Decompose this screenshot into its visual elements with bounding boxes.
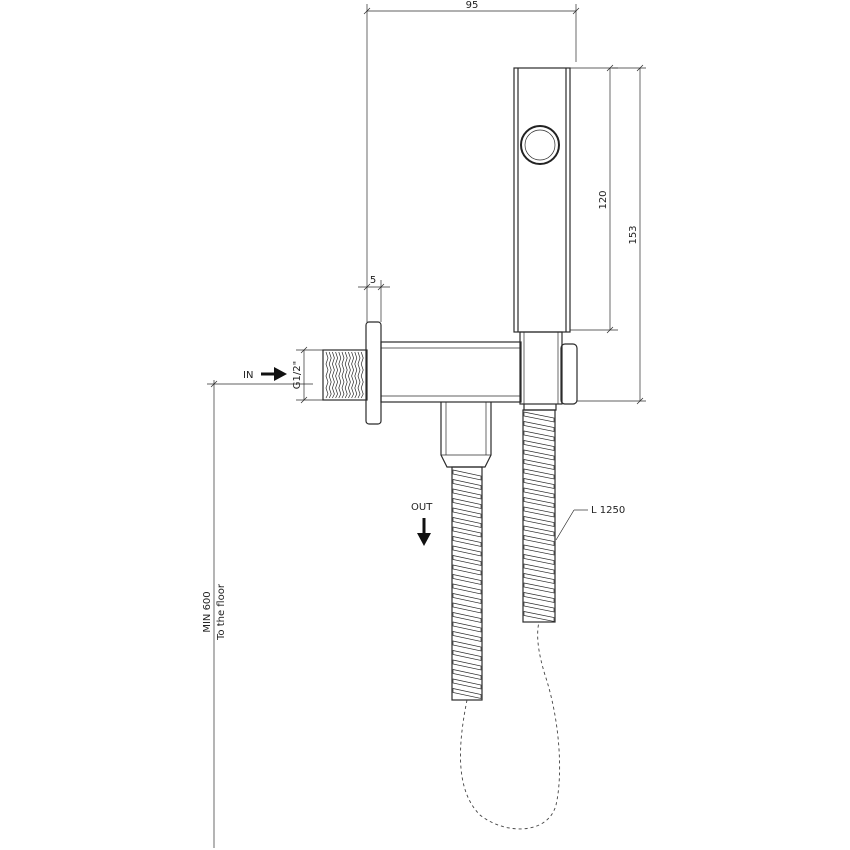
- hose-coil: [452, 593, 482, 604]
- hose-coil: [452, 536, 482, 547]
- hand-shower: [513, 67, 571, 333]
- inlet-marker: IN G1/2": [243, 346, 323, 404]
- holder-body: [380, 331, 578, 405]
- hose-coil: [452, 678, 482, 690]
- dimension-5-label: 5: [370, 275, 376, 286]
- hose-length-callout: L 1250: [555, 505, 625, 541]
- hose-coil: [523, 487, 555, 499]
- thread-ridge: [335, 351, 338, 399]
- dimension-95-label: 95: [466, 0, 479, 11]
- outlet-marker: OUT: [411, 502, 433, 546]
- hose-coil: [452, 612, 482, 623]
- hose-coil: [523, 516, 555, 527]
- thread-ridge: [332, 351, 335, 399]
- hose-coil: [452, 669, 482, 680]
- thread-ridge: [351, 351, 354, 399]
- outlet-hose: [451, 466, 483, 701]
- hose-coil: [523, 468, 555, 480]
- thread-ridge: [354, 351, 358, 399]
- wall-flange: [365, 321, 382, 425]
- hose-coil: [452, 631, 482, 642]
- dimension-153-label: 153: [628, 225, 639, 244]
- thread-ridge: [344, 351, 348, 399]
- thread-pattern: [325, 351, 364, 399]
- hose-coil: [523, 563, 555, 575]
- hose-coil: [523, 535, 555, 546]
- hose-coil: [523, 544, 555, 556]
- to-floor-label: To the floor: [216, 583, 227, 641]
- hose-coil: [452, 469, 482, 481]
- thread-ridge: [357, 351, 361, 399]
- hose-coil: [452, 517, 482, 528]
- thread-ridge: [338, 351, 342, 399]
- in-arrow-icon: [274, 367, 287, 381]
- hose-coil: [452, 650, 482, 661]
- hose-coil: [523, 506, 555, 518]
- hose-coil: [523, 554, 555, 565]
- thread-ridge: [348, 351, 351, 399]
- dimension-153: 153: [577, 64, 646, 405]
- shower-hose-coils: [523, 411, 555, 622]
- hose-coil: [523, 459, 555, 470]
- hose-coil: [452, 659, 482, 671]
- hose-coil: [452, 479, 482, 490]
- thread-ridge: [360, 351, 364, 399]
- hose-coil: [523, 497, 555, 508]
- thread-ridge: [328, 351, 332, 399]
- out-arrow-icon: [417, 533, 431, 546]
- hose-length-label: L 1250: [591, 505, 625, 516]
- hose-coil: [523, 573, 555, 584]
- hose-coil: [523, 525, 555, 537]
- hose-coil: [452, 555, 482, 566]
- hose-coil: [523, 478, 555, 489]
- dimension-95: 95: [363, 0, 580, 322]
- hose-coil: [523, 430, 555, 442]
- hose-coil: [523, 592, 555, 603]
- thread-ridge: [325, 351, 329, 399]
- dimension-5: 5: [358, 275, 390, 322]
- in-label: IN: [243, 370, 253, 381]
- hose-coil: [523, 582, 555, 594]
- dimension-120: 120: [570, 64, 618, 334]
- hose-coil: [452, 488, 482, 500]
- thread-size-label: G1/2": [292, 361, 303, 389]
- hose-coil: [452, 621, 482, 633]
- hose-coil: [452, 545, 482, 557]
- hose-coil: [523, 440, 555, 451]
- outlet-connector: [440, 402, 492, 468]
- hose-coil: [523, 611, 555, 622]
- floor-height-dimension: MIN 600 To the floor: [202, 380, 313, 848]
- dimension-120-label: 120: [598, 190, 609, 209]
- hose-coil: [452, 564, 482, 576]
- hose-coil: [523, 601, 555, 613]
- hose-coil: [452, 526, 482, 538]
- hose-coil: [452, 498, 482, 509]
- threaded-inlet: [322, 349, 368, 401]
- shower-button-icon: [520, 125, 560, 165]
- hose-coil: [452, 602, 482, 614]
- min-height-label: MIN 600: [202, 591, 213, 632]
- hose-coil: [452, 688, 482, 699]
- out-label: OUT: [411, 502, 433, 513]
- hose-coil: [523, 411, 555, 423]
- hose-coil: [523, 449, 555, 461]
- hose-loop-dashed: [460, 621, 561, 830]
- shower-hose: [522, 404, 557, 623]
- hose-coil: [523, 421, 555, 432]
- hose-coil: [452, 507, 482, 519]
- thread-ridge: [341, 351, 345, 399]
- hose-coil: [452, 640, 482, 652]
- hose-coil: [452, 583, 482, 595]
- outlet-hose-coils: [452, 469, 482, 699]
- hose-coil: [452, 574, 482, 585]
